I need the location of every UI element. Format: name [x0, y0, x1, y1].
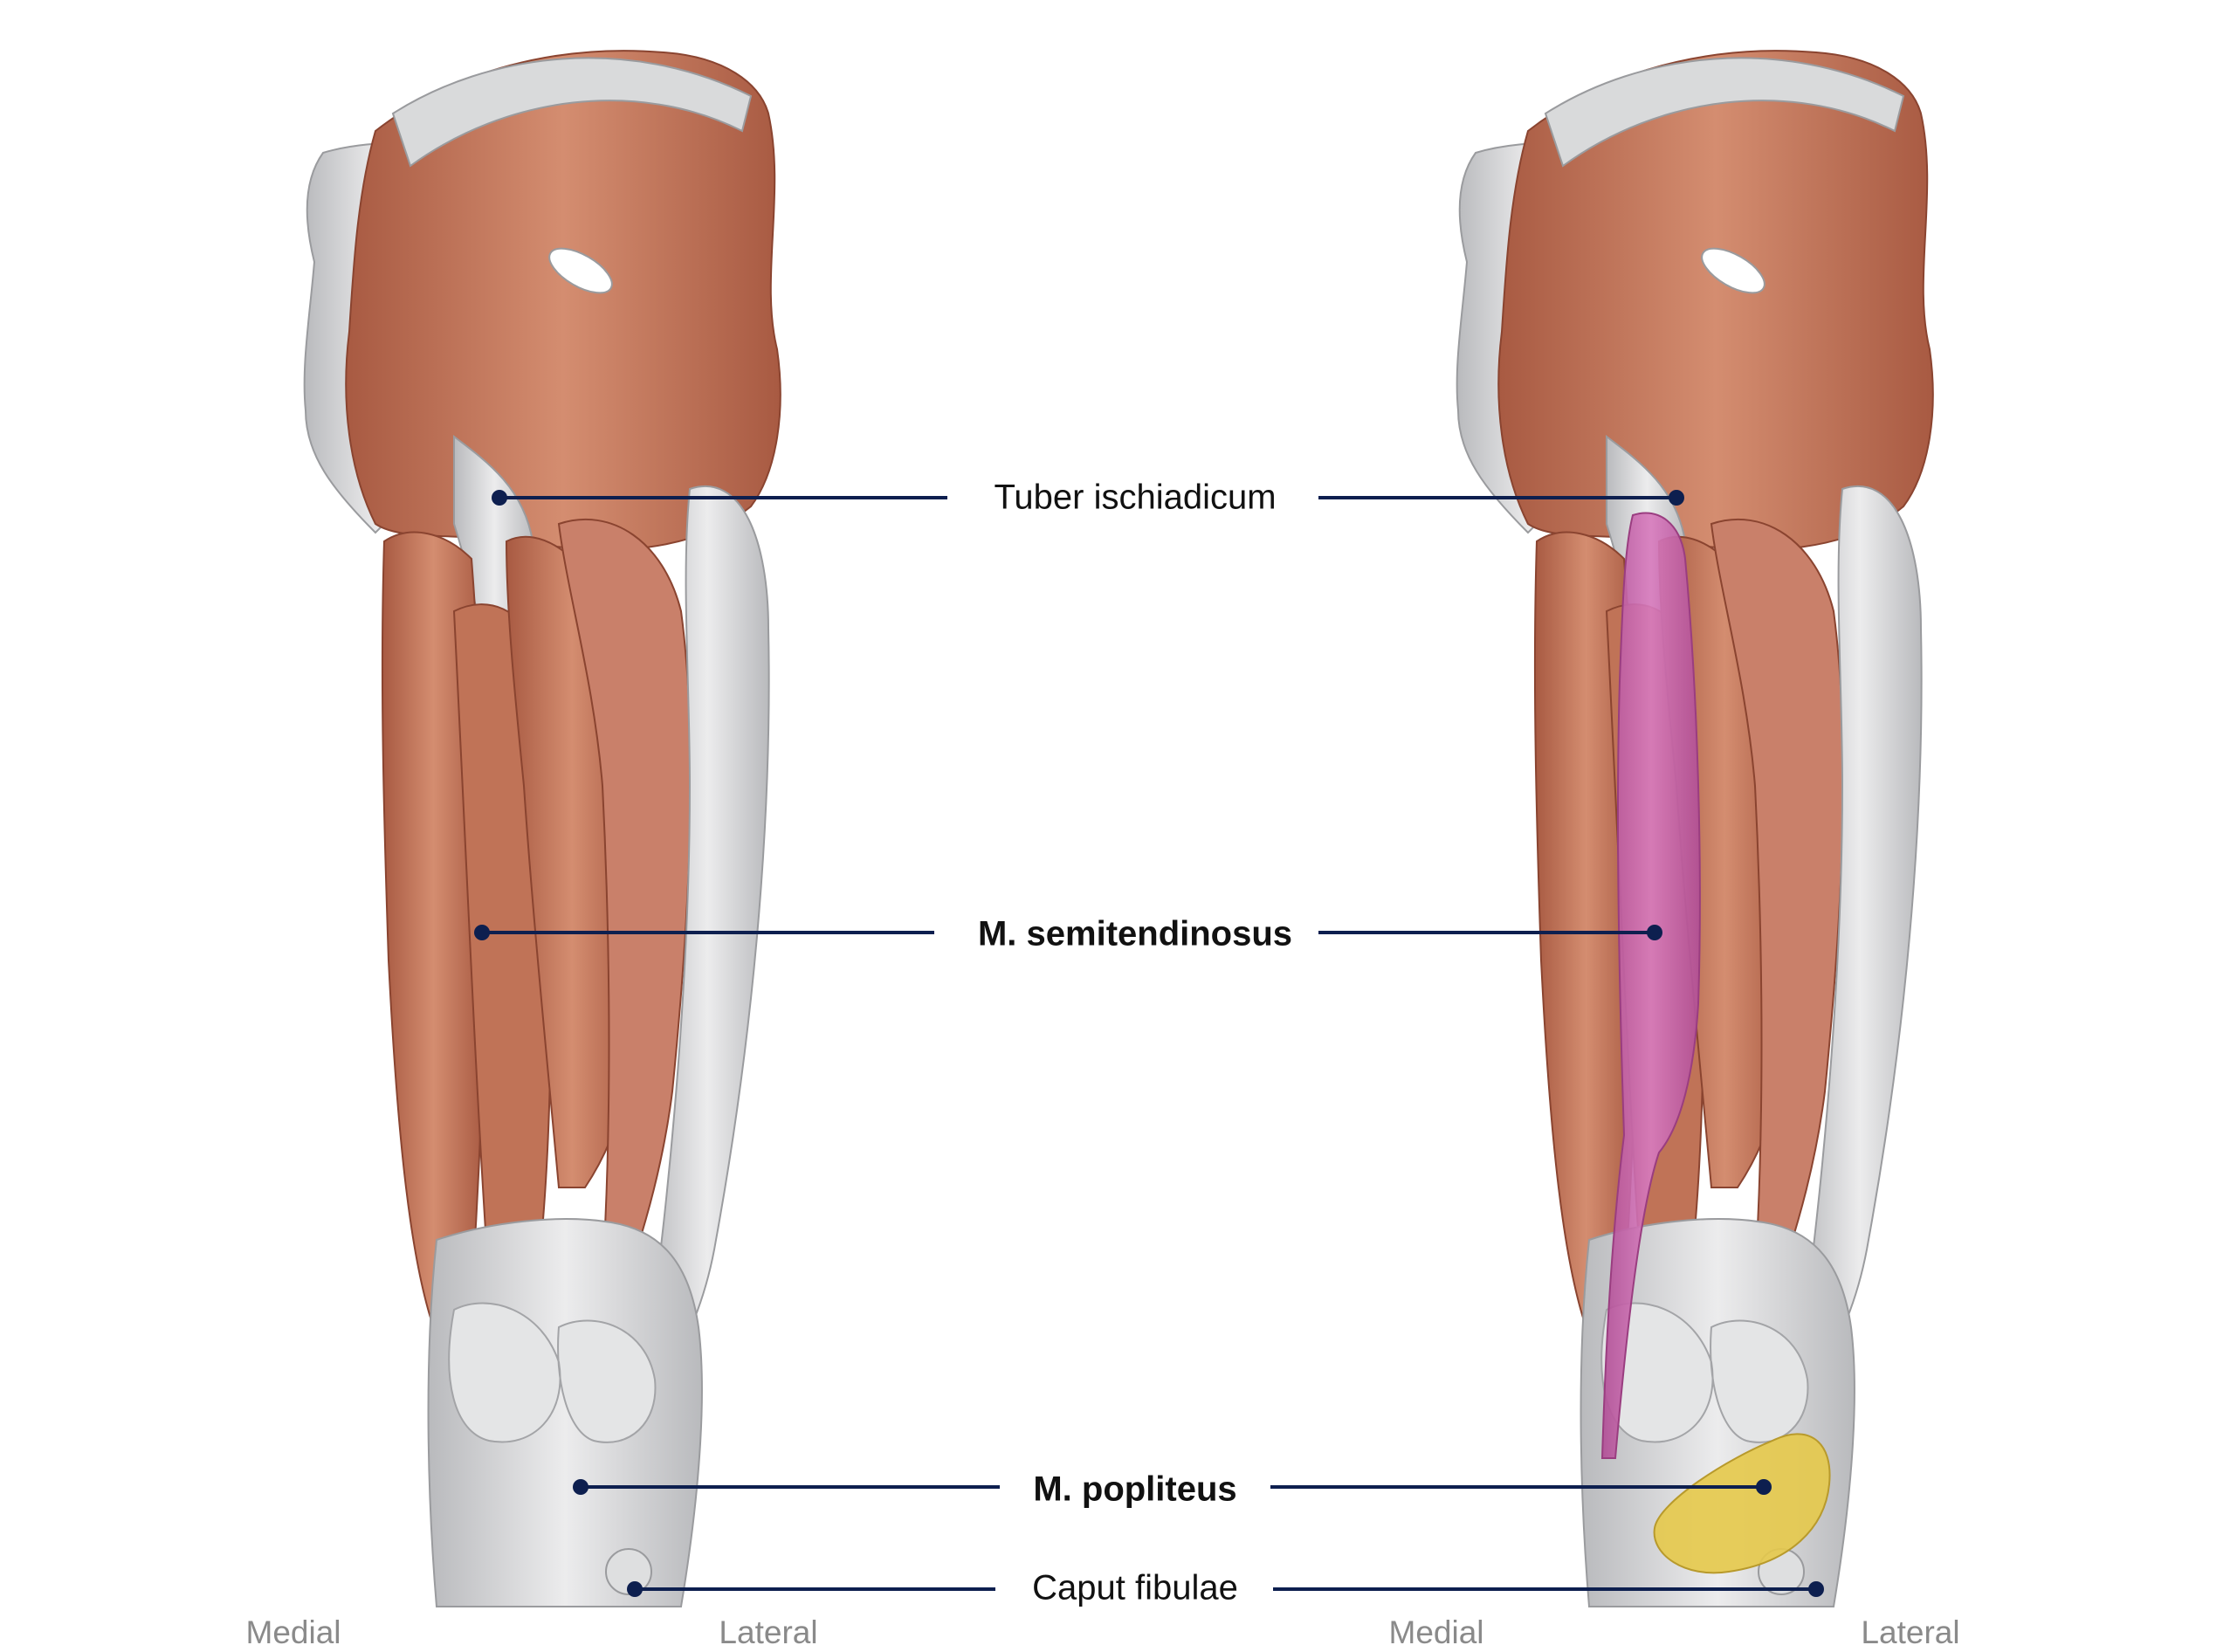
label-popliteus: M. popliteus	[1033, 1470, 1237, 1509]
leader-caput-right-dot	[1808, 1581, 1824, 1597]
label-tuber-ischiadicum: Tuber ischiadicum	[994, 478, 1277, 517]
orientation-left-medial: Medial	[245, 1614, 341, 1650]
orientation-left-lateral: Lateral	[719, 1614, 818, 1650]
leader-caput-left-dot	[627, 1581, 643, 1597]
leader-tuber-right-dot	[1669, 490, 1684, 506]
leader-semitendinosus-left-dot	[474, 925, 490, 940]
label-caput-fibulae: Caput fibulae	[1032, 1568, 1238, 1607]
leader-semitendinosus-right-dot	[1647, 925, 1662, 940]
leader-popliteus-left-dot	[573, 1479, 589, 1495]
label-semitendinosus: M. semitendinosus	[977, 914, 1293, 953]
leader-lines	[474, 490, 1824, 1597]
semitendinosus-highlight	[1600, 512, 1701, 1459]
leader-tuber-left-dot	[492, 490, 507, 506]
orientation-right-medial: Medial	[1388, 1614, 1484, 1650]
popliteus-highlight	[1653, 1433, 1831, 1574]
left-leg-illustration	[303, 50, 781, 1607]
orientation-right-lateral: Lateral	[1861, 1614, 1960, 1650]
leader-popliteus-right-dot	[1756, 1479, 1772, 1495]
